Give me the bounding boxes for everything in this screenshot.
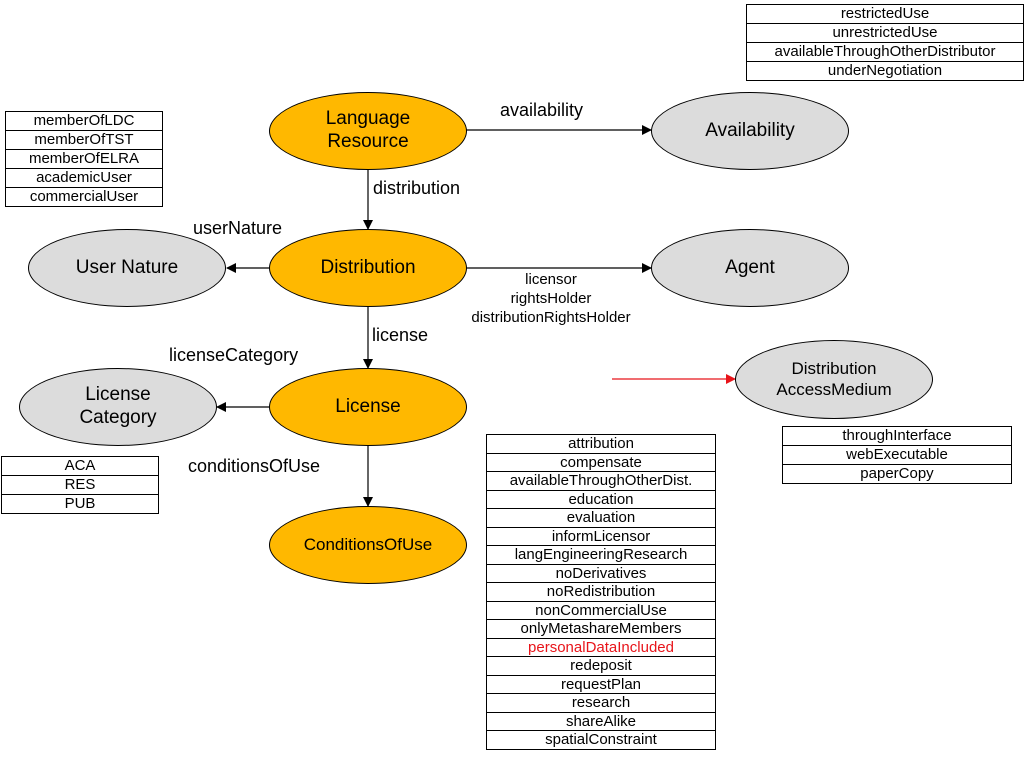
- list-item: research: [486, 693, 716, 713]
- conditions-of-use-label: ConditionsOfUse: [303, 534, 433, 554]
- distribution-access-medium-node: Distribution AccessMedium: [735, 340, 933, 419]
- language-resource-node: Language Resource: [269, 92, 467, 170]
- list-item: unrestrictedUse: [746, 23, 1024, 43]
- list-item: compensate: [486, 452, 716, 472]
- list-item: requestPlan: [486, 674, 716, 694]
- access-medium-values-list: throughInterface webExecutable paperCopy: [782, 426, 1012, 484]
- list-item: onlyMetashareMembers: [486, 619, 716, 639]
- edge-label-agent: licensor rightsHolder distributionRights…: [471, 271, 631, 326]
- edge-label-user-nature: userNature: [193, 218, 283, 238]
- license-category-values-list: ACA RES PUB: [1, 456, 159, 514]
- list-item: education: [486, 489, 716, 509]
- distribution-label: Distribution: [320, 256, 416, 278]
- list-item: ACA: [1, 456, 159, 476]
- user-nature-node: User Nature: [28, 229, 226, 307]
- list-item: noDerivatives: [486, 563, 716, 583]
- list-item: spatialConstraint: [486, 730, 716, 750]
- list-item: shareAlike: [486, 711, 716, 731]
- license-node: License: [269, 368, 467, 446]
- list-item: memberOfELRA: [5, 149, 163, 169]
- edge-label-distribution: distribution: [373, 178, 461, 198]
- list-item: availableThroughOtherDist.: [486, 471, 716, 491]
- distribution-access-medium-label: Distribution AccessMedium: [776, 359, 892, 399]
- list-item: PUB: [1, 494, 159, 514]
- list-item: redeposit: [486, 656, 716, 676]
- availability-node: Availability: [651, 92, 849, 170]
- edge-label-availability: availability: [500, 100, 584, 120]
- list-item: academicUser: [5, 168, 163, 188]
- license-label: License: [335, 395, 401, 417]
- list-item: memberOfTST: [5, 130, 163, 150]
- agent-label: Agent: [725, 256, 775, 278]
- list-item: webExecutable: [782, 445, 1012, 465]
- list-item: evaluation: [486, 508, 716, 528]
- user-nature-label: User Nature: [75, 256, 179, 278]
- list-item: underNegotiation: [746, 61, 1024, 81]
- language-resource-label: Language Resource: [325, 108, 411, 152]
- agent-node: Agent: [651, 229, 849, 307]
- conditions-of-use-node: ConditionsOfUse: [269, 506, 467, 584]
- license-category-label: License Category: [79, 384, 157, 428]
- list-item: informLicensor: [486, 526, 716, 546]
- list-item: langEngineeringResearch: [486, 545, 716, 565]
- list-item: paperCopy: [782, 464, 1012, 484]
- availability-label: Availability: [705, 119, 795, 141]
- edge-label-license: license: [372, 325, 429, 345]
- conditions-of-use-values-list: attribution compensate availableThroughO…: [486, 434, 716, 750]
- list-item-highlighted: personalDataIncluded: [486, 637, 716, 657]
- list-item: attribution: [486, 434, 716, 454]
- edge-label-conditions-of-use: conditionsOfUse: [188, 456, 321, 476]
- availability-values-list: restrictedUse unrestrictedUse availableT…: [746, 4, 1024, 81]
- list-item: commercialUser: [5, 187, 163, 207]
- license-category-node: License Category: [19, 368, 217, 446]
- distribution-node: Distribution: [269, 229, 467, 307]
- user-nature-values-list: memberOfLDC memberOfTST memberOfELRA aca…: [5, 111, 163, 207]
- list-item: nonCommercialUse: [486, 600, 716, 620]
- list-item: noRedistribution: [486, 582, 716, 602]
- list-item: memberOfLDC: [5, 111, 163, 131]
- list-item: RES: [1, 475, 159, 495]
- list-item: throughInterface: [782, 426, 1012, 446]
- list-item: availableThroughOtherDistributor: [746, 42, 1024, 62]
- edge-label-license-category: licenseCategory: [169, 345, 299, 365]
- list-item: restrictedUse: [746, 4, 1024, 24]
